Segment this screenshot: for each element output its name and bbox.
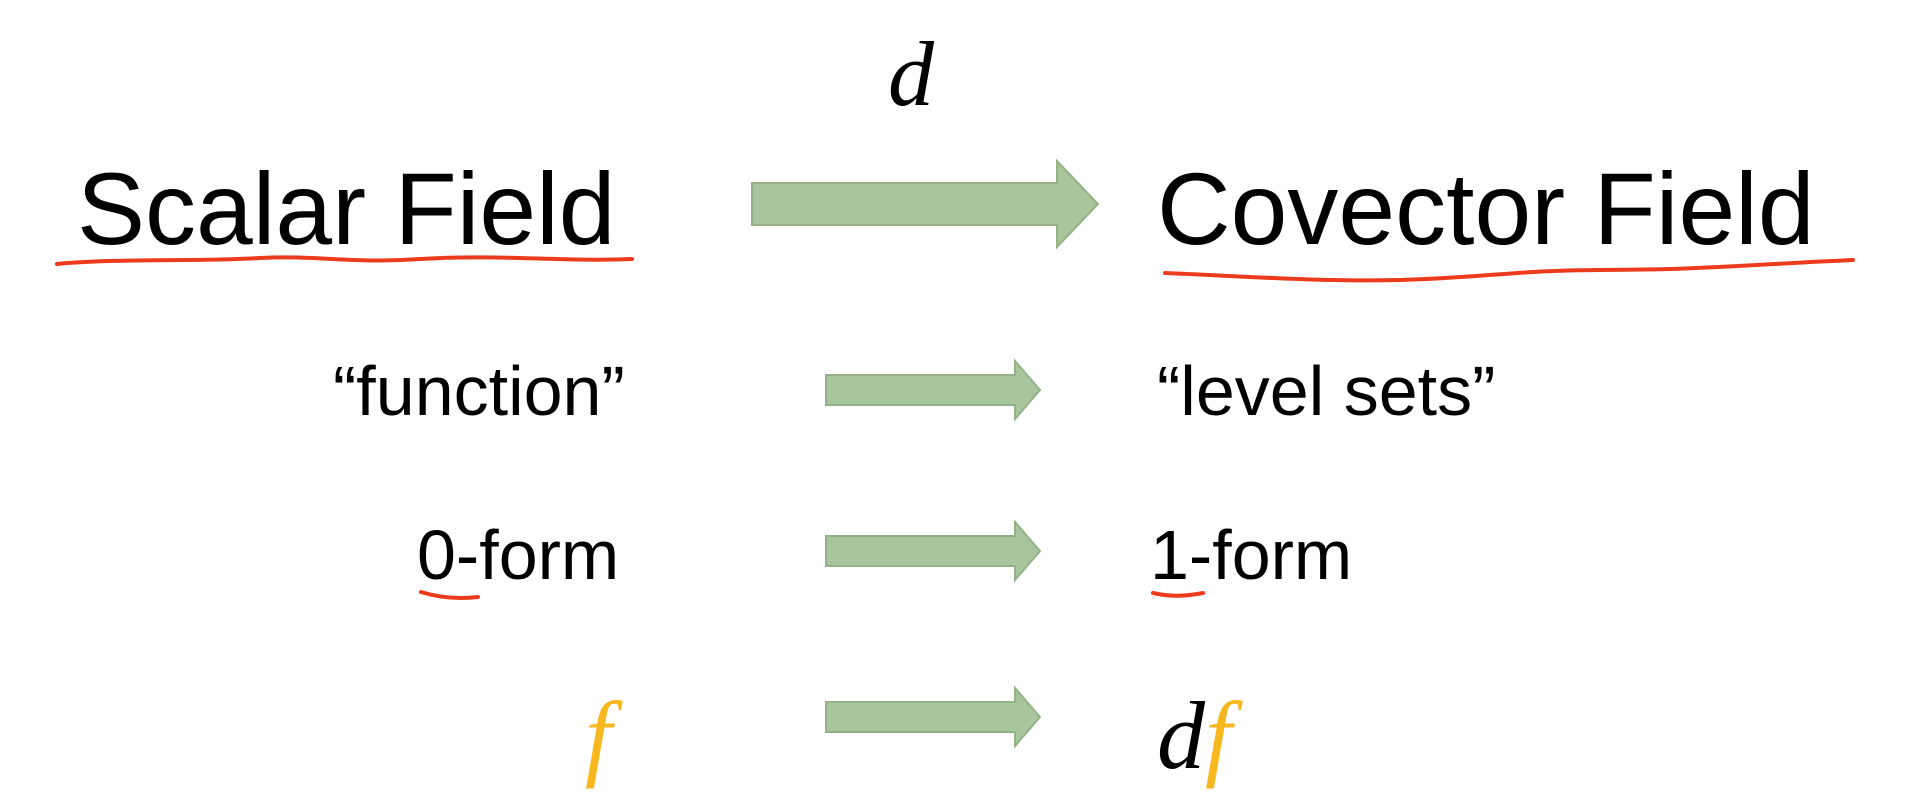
underline-zero — [419, 590, 480, 600]
map-arrow-f — [825, 685, 1042, 749]
one-form-label: 1-form — [1150, 516, 1353, 594]
operator-d: d — [888, 23, 934, 125]
level-sets-label: “level sets” — [1157, 352, 1496, 430]
scalar-field-title: Scalar Field — [77, 152, 616, 266]
map-arrow-function — [825, 358, 1042, 422]
df-label: df — [1157, 688, 1232, 784]
f-label: f — [585, 682, 612, 789]
underline-covector-field — [1163, 258, 1855, 283]
df-f: f — [1205, 682, 1232, 789]
function-label: “function” — [333, 352, 625, 430]
map-arrow-form — [825, 519, 1042, 583]
underline-scalar-field — [55, 255, 634, 266]
underline-one — [1151, 591, 1205, 598]
df-d: d — [1157, 682, 1205, 789]
map-arrow-main — [751, 158, 1100, 250]
zero-form-label: 0-form — [417, 516, 620, 594]
covector-field-title: Covector Field — [1157, 152, 1815, 266]
